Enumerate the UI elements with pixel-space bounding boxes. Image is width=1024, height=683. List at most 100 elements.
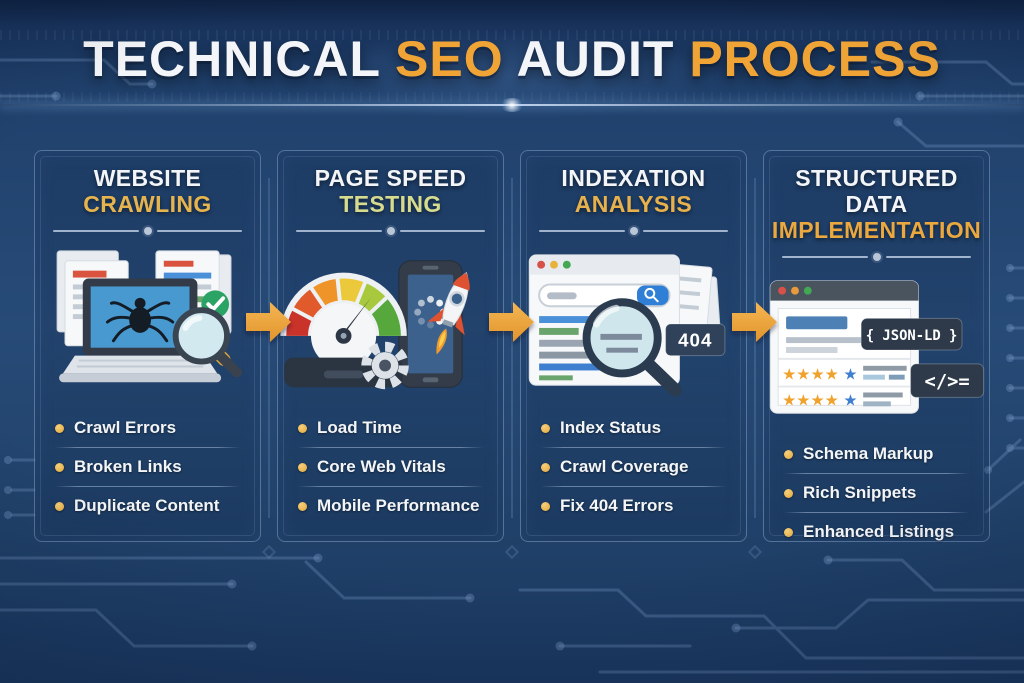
list-divider — [298, 447, 483, 448]
browser-window-icon: ★★★★ ★ ★★★★ ★ — [769, 280, 919, 414]
traffic-dots-icon — [537, 260, 571, 269]
list-item: Broken Links — [55, 448, 240, 486]
heading-divider — [782, 253, 971, 261]
column-heading-bottom: CRAWLING — [83, 191, 212, 217]
list-divider — [298, 486, 483, 487]
column-heading-top: INDEXATION — [561, 165, 706, 191]
jsonld-label: { JSON-LD } — [866, 328, 958, 344]
column-heading-bottom: IMPLEMENTATION — [771, 217, 982, 243]
column-structured-data: STRUCTURED DATA IMPLEMENTATION — [763, 150, 990, 542]
bullet-icon — [298, 462, 307, 472]
laptop-icon — [59, 278, 222, 383]
column-website-crawling: WEBSITE CRAWLING — [34, 150, 261, 542]
list-item: Schema Markup — [784, 435, 969, 473]
gold-stars: ★★★★ — [782, 390, 839, 409]
list-item-label: Crawl Errors — [74, 418, 177, 437]
title-segment: AUDIT — [516, 31, 690, 87]
list-item: Duplicate Content — [55, 487, 240, 525]
bullet-icon — [541, 501, 550, 511]
list-item: Fix 404 Errors — [541, 487, 726, 525]
bullet-icon — [541, 462, 550, 472]
title-segment: PROCESS — [689, 31, 941, 87]
list-item: Crawl Coverage — [541, 448, 726, 486]
column-heading: STRUCTURED DATA IMPLEMENTATION — [764, 165, 989, 243]
list-divider — [541, 486, 726, 487]
list-item-label: Fix 404 Errors — [560, 496, 674, 515]
divider-dot — [386, 227, 395, 235]
checklist: Schema Markup Rich Snippets Enhanced Lis… — [784, 435, 969, 551]
list-item-label: Schema Markup — [803, 444, 934, 463]
magnifier-icon — [582, 298, 682, 397]
list-item-label: Load Time — [317, 418, 402, 437]
list-item-label: Rich Snippets — [803, 483, 917, 502]
title-divider-glow-dot — [500, 98, 524, 112]
bullet-icon — [784, 527, 793, 537]
indexation-illustration: 404 — [528, 254, 726, 397]
list-divider — [784, 473, 969, 474]
list-item-label: Mobile Performance — [317, 496, 480, 515]
jsonld-badge: { JSON-LD } — [860, 317, 963, 351]
star-rating: ★★★★ ★ — [782, 390, 857, 409]
code-badge: </>= — [910, 363, 985, 398]
list-item: Index Status — [541, 409, 726, 447]
error-404-label: 404 — [678, 330, 712, 351]
list-item-label: Crawl Coverage — [560, 457, 689, 476]
bullet-icon — [784, 449, 793, 459]
page-title: TECHNICAL SEO AUDIT PROCESS — [0, 30, 1024, 88]
traffic-dots-icon — [778, 286, 812, 295]
bullet-icon — [784, 488, 793, 498]
bullet-icon — [55, 462, 64, 472]
list-divider — [784, 512, 969, 513]
column-heading-bottom: ANALYSIS — [574, 191, 693, 217]
page-speed-illustration — [280, 260, 470, 390]
column-page-speed-testing: PAGE SPEED TESTING — [277, 150, 504, 542]
website-crawling-illustration — [56, 250, 242, 383]
bullet-icon — [298, 501, 307, 511]
bug-icon — [106, 297, 175, 343]
error-404-badge: 404 — [665, 323, 726, 357]
column-heading-top: PAGE SPEED — [314, 165, 467, 191]
title-segment: TECHNICAL — [83, 31, 396, 87]
list-item-label: Duplicate Content — [74, 496, 220, 515]
search-button-icon — [636, 285, 669, 306]
smartphone-icon — [398, 260, 463, 388]
list-item-label: Core Web Vitals — [317, 457, 446, 476]
bullet-icon — [55, 423, 64, 433]
list-divider — [541, 447, 726, 448]
list-item-label: Broken Links — [74, 457, 182, 476]
list-item-label: Enhanced Listings — [803, 522, 955, 541]
star-rating: ★★★★ ★ — [782, 365, 857, 384]
checklist: Crawl Errors Broken Links Duplicate Cont… — [55, 409, 240, 525]
divider-dot — [143, 227, 152, 235]
divider-dot — [629, 227, 638, 235]
list-item-label: Index Status — [560, 418, 662, 437]
gear-icon — [361, 341, 409, 390]
list-item: Rich Snippets — [784, 474, 969, 512]
column-indexation-analysis: INDEXATION ANALYSIS — [520, 150, 747, 542]
gold-stars: ★★★★ — [782, 365, 839, 384]
column-heading: WEBSITE CRAWLING — [35, 165, 260, 217]
checklist: Index Status Crawl Coverage Fix 404 Erro… — [541, 409, 726, 525]
list-item: Mobile Performance — [298, 487, 483, 525]
blue-star: ★ — [843, 390, 857, 409]
list-divider — [55, 486, 240, 487]
list-item: Crawl Errors — [55, 409, 240, 447]
title-segment: SEO — [395, 31, 517, 87]
rocket-icon — [427, 272, 470, 355]
process-columns: WEBSITE CRAWLING — [34, 150, 990, 542]
bullet-icon — [298, 423, 307, 433]
column-heading-top: STRUCTURED DATA — [795, 165, 958, 217]
column-heading: PAGE SPEED TESTING — [278, 165, 503, 217]
blue-star: ★ — [843, 365, 857, 384]
list-divider — [55, 447, 240, 448]
heading-divider — [296, 227, 485, 235]
checklist: Load Time Core Web Vitals Mobile Perform… — [298, 409, 483, 525]
heading-divider — [53, 227, 242, 235]
bullet-icon — [55, 501, 64, 511]
structured-data-illustration: ★★★★ ★ ★★★★ ★ { JSON-LD } — [769, 280, 985, 414]
list-item: Load Time — [298, 409, 483, 447]
bullet-icon — [541, 423, 550, 433]
magnifier-icon — [172, 307, 242, 378]
divider-dot — [872, 253, 881, 261]
